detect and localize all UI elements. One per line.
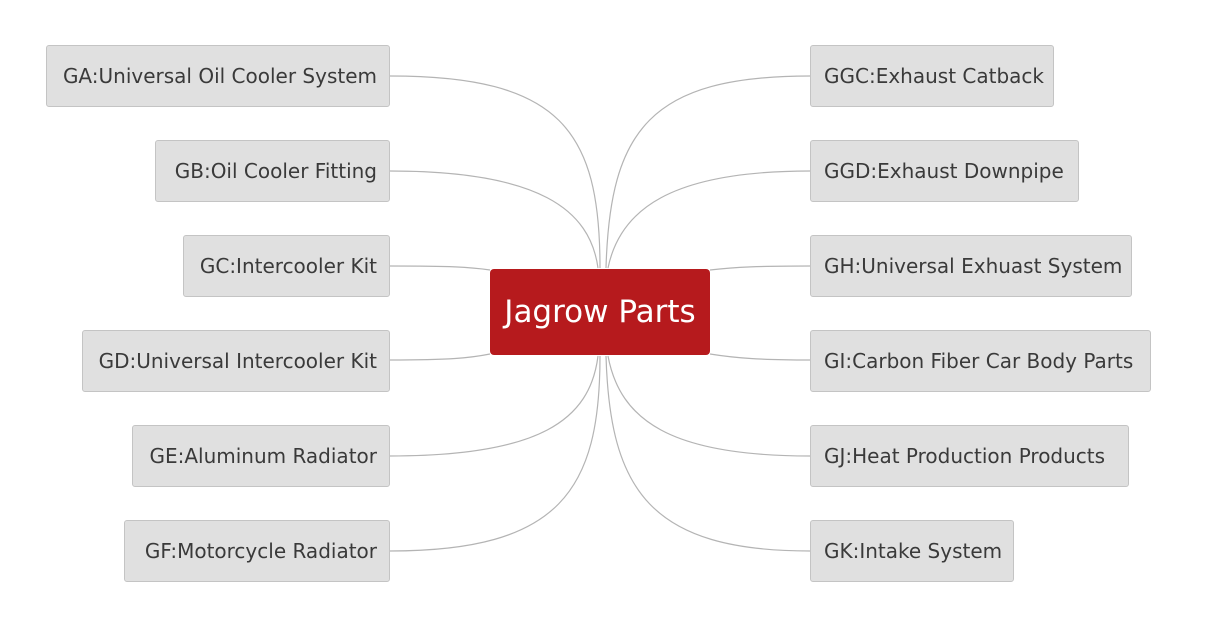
- link-gi: [709, 353, 811, 361]
- node-label: GJ:Heat Production Products: [824, 444, 1106, 468]
- node-label: GD:Universal Intercooler Kit: [98, 349, 377, 373]
- node-label: GF:Motorcycle Radiator: [144, 539, 377, 563]
- root-label: Jagrow Parts: [504, 294, 696, 330]
- link-gc: [389, 265, 491, 271]
- node-gd-universal-intercooler-kit[interactable]: GD:Universal Intercooler Kit: [82, 330, 390, 392]
- node-label: GGD:Exhaust Downpipe: [824, 159, 1064, 183]
- node-ggd-exhaust-downpipe[interactable]: GGD:Exhaust Downpipe: [810, 140, 1079, 202]
- link-gf: [389, 355, 601, 552]
- node-label: GA:Universal Oil Cooler System: [62, 64, 377, 88]
- node-label: GK:Intake System: [824, 539, 1003, 563]
- node-ga-universal-oil-cooler-system[interactable]: GA:Universal Oil Cooler System: [46, 45, 390, 107]
- node-gf-motorcycle-radiator[interactable]: GF:Motorcycle Radiator: [124, 520, 390, 582]
- node-gi-carbon-fiber-car-body-parts[interactable]: GI:Carbon Fiber Car Body Parts: [810, 330, 1151, 392]
- node-ggc-exhaust-catback[interactable]: GGC:Exhaust Catback: [810, 45, 1054, 107]
- node-gh-universal-exhuast-system[interactable]: GH:Universal Exhuast System: [810, 235, 1132, 297]
- link-ga: [389, 75, 601, 269]
- link-gh: [709, 265, 811, 271]
- node-label: GE:Aluminum Radiator: [149, 444, 377, 468]
- node-label: GGC:Exhaust Catback: [824, 64, 1044, 88]
- node-gj-heat-production-products[interactable]: GJ:Heat Production Products: [810, 425, 1129, 487]
- node-label: GI:Carbon Fiber Car Body Parts: [824, 349, 1134, 373]
- root-node[interactable]: Jagrow Parts: [490, 269, 710, 355]
- node-gk-intake-system[interactable]: GK:Intake System: [810, 520, 1014, 582]
- node-label: GC:Intercooler Kit: [199, 254, 377, 278]
- link-ge: [389, 355, 599, 457]
- link-gj: [607, 355, 811, 457]
- node-gc-intercooler-kit[interactable]: GC:Intercooler Kit: [183, 235, 390, 297]
- link-gk: [605, 355, 811, 552]
- link-ggd: [607, 170, 811, 269]
- node-gb-oil-cooler-fitting[interactable]: GB:Oil Cooler Fitting: [155, 140, 390, 202]
- link-ggc: [605, 75, 811, 269]
- node-ge-aluminum-radiator[interactable]: GE:Aluminum Radiator: [132, 425, 390, 487]
- link-gb: [389, 170, 599, 269]
- link-gd: [389, 353, 491, 361]
- node-label: GH:Universal Exhuast System: [824, 254, 1123, 278]
- node-label: GB:Oil Cooler Fitting: [174, 159, 377, 183]
